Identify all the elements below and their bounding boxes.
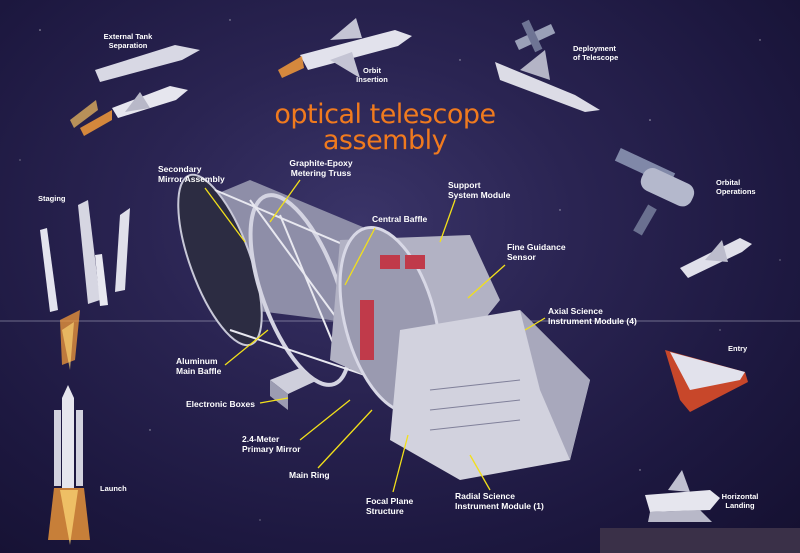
- label-axial-science-instrument-module: Axial Science Instrument Module (4): [548, 306, 637, 326]
- telescope-body: [177, 173, 590, 480]
- label-fine-guidance-sensor: Fine Guidance Sensor: [507, 242, 566, 262]
- label-entry: Entry: [728, 344, 748, 353]
- label-staging: Staging: [38, 194, 66, 203]
- staging-rockets: [40, 200, 130, 370]
- label-launch: Launch: [100, 484, 127, 493]
- label-horizontal-landing: Horizontal Landing: [721, 492, 759, 510]
- label-electronic-boxes: Electronic Boxes: [186, 399, 255, 409]
- starfield: [19, 19, 781, 521]
- orbital-operations-scene: [614, 147, 752, 278]
- label-graphite-epoxy-metering-truss: Graphite-Epoxy Metering Truss: [289, 158, 353, 178]
- external-tank-separation-shuttle: [70, 45, 200, 136]
- label-primary-mirror: 2.4-Meter Primary Mirror: [242, 434, 301, 454]
- label-external-tank-separation: External Tank Separation: [103, 32, 153, 50]
- deployment-shuttle: [495, 19, 600, 112]
- orbit-insertion-shuttle: [278, 18, 412, 78]
- entry-shuttle: [665, 350, 748, 412]
- label-orbit-insertion: Orbit Insertion: [356, 66, 388, 84]
- label-secondary-mirror-assembly: Secondary Mirror Assembly: [158, 164, 225, 184]
- label-radial-science-instrument-module: Radial Science Instrument Module (1): [455, 491, 544, 511]
- label-orbital-operations: Orbital Operations: [716, 178, 756, 196]
- label-deployment-of-telescope: Deployment of Telescope: [573, 44, 619, 62]
- leader-lines: [204, 179, 546, 493]
- launch-shuttle: [48, 385, 90, 545]
- diagram-title: optical telescope assembly: [274, 99, 496, 156]
- label-aluminum-main-baffle: Aluminum Main Baffle: [176, 356, 222, 376]
- label-central-baffle: Central Baffle: [372, 214, 428, 224]
- label-focal-plane-structure: Focal Plane Structure: [366, 496, 414, 516]
- label-support-system-module: Support System Module: [448, 180, 511, 200]
- label-main-ring: Main Ring: [289, 470, 330, 480]
- landing-shuttle: [600, 470, 800, 553]
